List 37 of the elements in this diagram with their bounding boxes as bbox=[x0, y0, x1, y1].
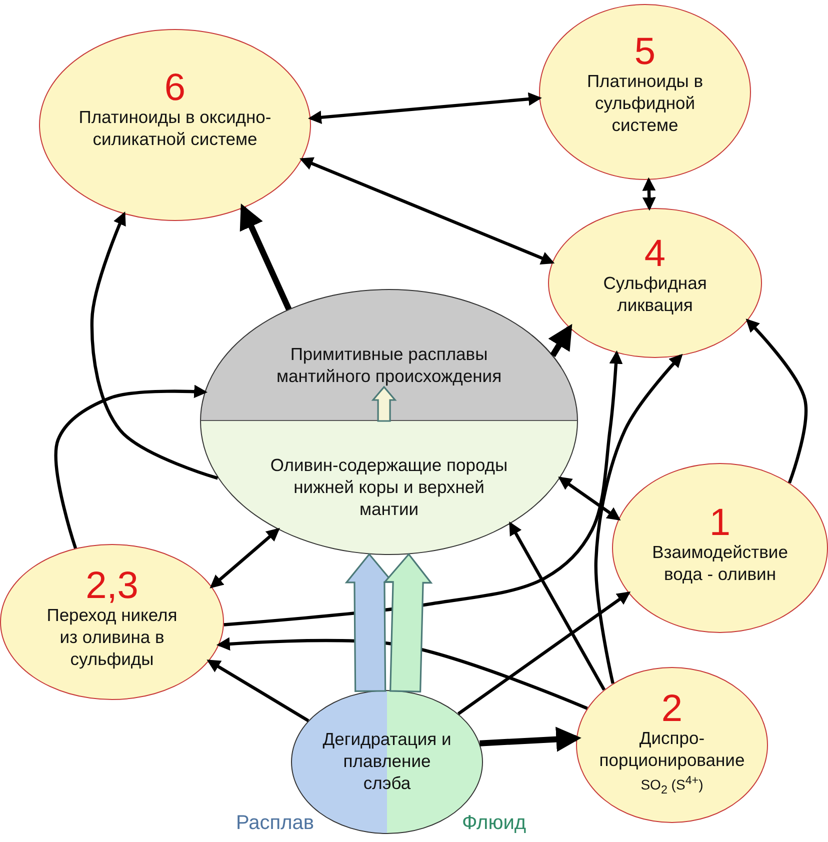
arrow bbox=[746, 318, 808, 484]
arrow bbox=[308, 92, 542, 124]
node-text: Платиноиды в оксидно-силикатной системе bbox=[78, 107, 272, 151]
node-text: Оливин-содержащие породы нижней коры и верхней мантии bbox=[269, 455, 509, 521]
arrow bbox=[224, 350, 623, 626]
block-arrow bbox=[383, 553, 433, 693]
block-arrow bbox=[344, 553, 394, 692]
node-text: Платиноиды в сульфидной системе bbox=[586, 71, 704, 137]
arrow bbox=[54, 384, 208, 549]
step-number: 5 bbox=[634, 33, 656, 72]
arrow bbox=[594, 354, 683, 684]
step-number: 2,3 bbox=[86, 567, 138, 606]
node-text: Переход никеля из оливина в сульфиды bbox=[46, 605, 178, 671]
block-arrow bbox=[371, 386, 397, 422]
step-number: 6 bbox=[164, 69, 186, 108]
arrow bbox=[210, 528, 280, 588]
arrow bbox=[90, 212, 218, 480]
step-number: 4 bbox=[644, 235, 666, 274]
arrow bbox=[642, 177, 656, 211]
node-text: Сульфидная ликвация bbox=[602, 273, 708, 317]
arrow bbox=[509, 522, 606, 691]
step-number: 1 bbox=[709, 504, 731, 542]
node-text: Примитивные расплавы мантийного происхождения bbox=[275, 344, 503, 388]
arrow bbox=[299, 157, 555, 264]
flow-label: Расплав bbox=[236, 812, 314, 835]
step-number: 2 bbox=[661, 690, 683, 728]
node-text: Взаимодействие вода - оливин bbox=[651, 542, 789, 586]
arrow bbox=[558, 476, 621, 520]
arrow bbox=[548, 324, 572, 358]
arrow bbox=[480, 726, 582, 752]
arrow bbox=[240, 204, 292, 310]
arrow bbox=[206, 660, 310, 722]
formula-text: SO$_{2}$ (S$^{4+}$) bbox=[640, 774, 704, 796]
flow-label: Флюид bbox=[462, 812, 526, 835]
node-text: Диспро- порционирование bbox=[598, 728, 746, 772]
node-text: Дегидратация и плавление слэба bbox=[322, 729, 452, 795]
arrow bbox=[457, 591, 631, 716]
